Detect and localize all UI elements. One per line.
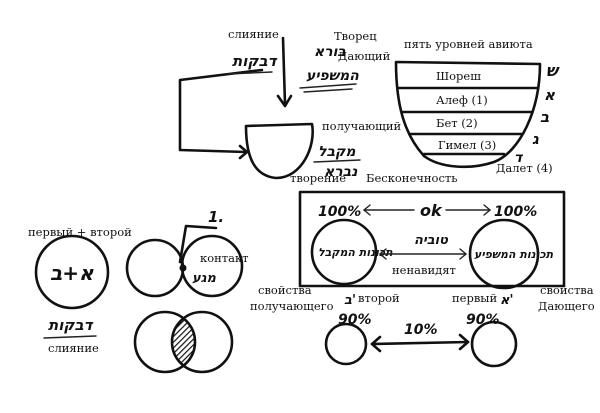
levels-title: пять уровней авиюта xyxy=(404,37,533,51)
infinity-label: Бесконечность xyxy=(366,171,458,185)
ok-hw: ok xyxy=(420,201,443,220)
level-bet: Бет (2) xyxy=(436,116,478,130)
letter-dalet-hw: ד xyxy=(514,150,524,166)
left-inner-hw: תכונות המקבל xyxy=(318,246,393,259)
letter-shin-hw: ש xyxy=(546,61,560,80)
first-second-label: первый + второй xyxy=(28,225,132,239)
mark-alef-hw: א' xyxy=(500,293,513,308)
level-gimel: Гимел (3) xyxy=(438,138,496,152)
creation-label: творение xyxy=(290,171,346,185)
pct-10-hw: 10% xyxy=(404,322,438,338)
dvekut-bottom-underline xyxy=(43,335,97,339)
creator-label: Творец xyxy=(334,29,377,43)
receiver-vessel xyxy=(244,122,314,180)
pct-90-right-hw: 90% xyxy=(466,312,500,328)
overlap-circle-right xyxy=(170,310,234,374)
levels-bowl xyxy=(394,60,542,169)
receiver-props-circle xyxy=(310,218,378,286)
loop-arrowhead xyxy=(238,144,249,160)
pct-right-hw: 100% xyxy=(494,204,537,220)
props-receiver-1: свойства xyxy=(258,283,312,297)
ten-pct-arrowhead-right xyxy=(458,333,470,351)
mashpia-hw: המשפיע xyxy=(306,68,359,84)
dvekut-bottom-hw: דבקות xyxy=(48,316,94,334)
level-alef: Алеф (1) xyxy=(436,93,488,107)
letter-gimel-hw: ג xyxy=(532,130,539,148)
mekabel-underline xyxy=(313,159,361,163)
connection-loop xyxy=(178,68,264,154)
overlap-circle-left xyxy=(133,310,197,374)
mark-bet-hw: ב' xyxy=(344,293,356,308)
tuvia-hw: טוביה xyxy=(414,233,449,248)
giver-small-circle xyxy=(470,320,518,368)
level-dalet: Далет (4) xyxy=(496,161,553,175)
hate-label: ненавидят xyxy=(392,263,456,277)
dvekut-top-hw: דבקות xyxy=(232,52,278,70)
merge-top-label: слияние xyxy=(228,27,279,41)
ten-pct-arrow xyxy=(370,340,470,346)
receiver-small-circle xyxy=(324,322,368,366)
merge-bottom-label: слияние xyxy=(48,341,99,355)
mekabel-hw: מקבל xyxy=(318,144,356,160)
num-1-hw: 1. xyxy=(208,208,224,226)
contact-pointer xyxy=(178,224,218,264)
contact-point xyxy=(179,264,187,272)
ok-arrowhead-left xyxy=(362,204,371,216)
maga-hw: מגע xyxy=(192,271,216,286)
pct-left-hw: 100% xyxy=(318,204,361,220)
bore-hw: בורא xyxy=(314,44,346,60)
overlap-lens-fill xyxy=(172,312,195,372)
infinity-box xyxy=(298,190,566,288)
hate-arrowhead-left xyxy=(378,248,387,260)
merged-circle xyxy=(34,234,110,310)
receiver-label: получающий xyxy=(322,119,401,133)
giver-label: Дающий xyxy=(338,49,391,63)
mashpia-underline-2 xyxy=(303,88,353,93)
second-label: второй xyxy=(358,291,400,305)
props-giver-2: Дающего xyxy=(538,299,595,313)
dvekut-top-underline xyxy=(227,71,273,75)
down-arrow-shaft xyxy=(281,36,287,106)
hate-arrowhead-right xyxy=(459,248,468,260)
ten-pct-arrowhead-left xyxy=(370,335,382,353)
props-receiver-2: получающего xyxy=(250,299,334,313)
contact-label: контакт xyxy=(200,251,249,265)
giver-props-circle xyxy=(468,218,540,290)
down-arrowhead xyxy=(276,94,293,108)
alef-bet-hw: א+ב xyxy=(50,261,94,285)
mashpia-underline xyxy=(299,83,357,89)
letter-alef-hw: א xyxy=(544,86,555,104)
touch-circle-left xyxy=(125,238,185,298)
right-inner-hw: תכונות המשפיע xyxy=(474,248,554,261)
letter-bet-hw: ב xyxy=(540,108,549,126)
ok-arrowhead-right xyxy=(483,204,492,216)
props-giver-1: свойства xyxy=(540,283,594,297)
touch-circle-right xyxy=(180,234,244,298)
nivra-hw: נברא xyxy=(324,164,358,180)
level-shoresh: Шореш xyxy=(436,69,481,83)
first-label: первый xyxy=(452,291,497,305)
